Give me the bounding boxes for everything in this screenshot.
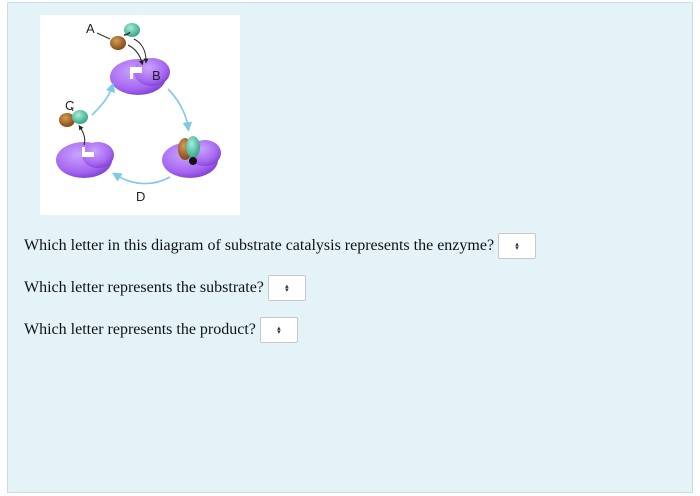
- label-b: B: [152, 68, 161, 83]
- catalysis-diagram: A B C D: [40, 15, 240, 215]
- label-a: A: [86, 21, 95, 36]
- question-substrate-text: Which letter represents the substrate?: [24, 279, 264, 296]
- up-down-chevron-icon: ▴▾: [285, 282, 289, 294]
- label-d: D: [136, 189, 145, 204]
- enzyme-left: [56, 142, 114, 178]
- substrate-answer-select[interactable]: ▴▾: [267, 275, 306, 301]
- enzyme-top: [110, 58, 170, 95]
- question-product-text: Which letter represents the product?: [24, 321, 256, 338]
- enzyme-answer-select[interactable]: ▴▾: [498, 233, 537, 259]
- question-substrate: Which letter represents the substrate? ▴…: [24, 275, 306, 301]
- question-enzyme: Which letter in this diagram of substrat…: [24, 233, 537, 259]
- question-enzyme-text: Which letter in this diagram of substrat…: [24, 237, 495, 254]
- up-down-chevron-icon: ▴▾: [277, 324, 281, 336]
- product-answer-select[interactable]: ▴▾: [259, 317, 298, 343]
- question-product: Which letter represents the product? ▴▾: [24, 317, 298, 343]
- product-left: [59, 106, 88, 127]
- catalysis-diagram-svg: A B C D: [56, 21, 221, 204]
- enzyme-right: [162, 136, 221, 178]
- label-c: C: [65, 98, 74, 113]
- question-panel: A B C D: [7, 2, 693, 493]
- substrate-top: [110, 23, 140, 50]
- up-down-chevron-icon: ▴▾: [515, 240, 519, 252]
